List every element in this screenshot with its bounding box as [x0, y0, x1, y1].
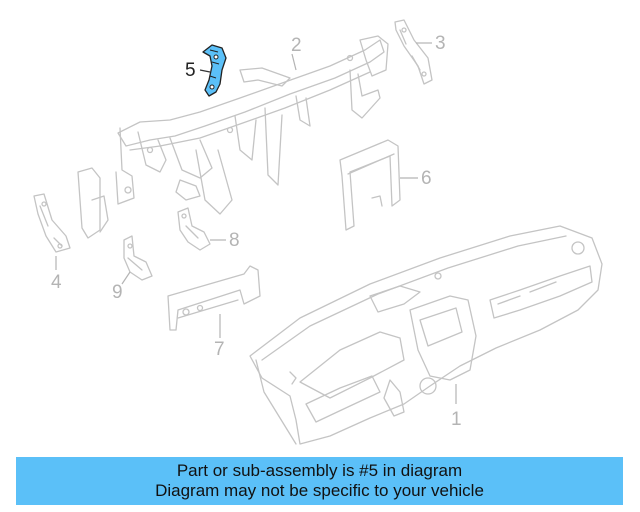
- part-7-panel: [167, 265, 261, 331]
- part-3-bracket: [394, 19, 433, 85]
- leader-lines: [55, 42, 457, 404]
- callout-6: 6: [421, 168, 432, 189]
- part-2-cross-car-beam: [77, 35, 389, 239]
- info-banner: Part or sub-assembly is #5 in diagram Di…: [16, 457, 623, 505]
- callout-5: 5: [185, 60, 196, 81]
- part-6-bracket: [339, 139, 401, 231]
- callout-1: 1: [451, 409, 462, 430]
- part-5-bracket-highlighted: [202, 44, 227, 97]
- callout-3: 3: [435, 33, 446, 54]
- banner-line-part-number: Part or sub-assembly is #5 in diagram: [176, 461, 463, 480]
- callout-7: 7: [214, 339, 225, 360]
- callout-4: 4: [51, 272, 62, 293]
- callout-2: 2: [291, 35, 302, 56]
- diagram-drawing: [33, 19, 603, 445]
- part-1-instrument-panel: [249, 225, 603, 445]
- callout-9: 9: [112, 282, 123, 303]
- part-8-bracket: [177, 207, 211, 251]
- part-9-bracket: [123, 235, 153, 281]
- banner-line-disclaimer: Diagram may not be specific to your vehi…: [155, 481, 484, 500]
- part-4-bracket: [33, 193, 71, 253]
- parts-diagram: 1 2 3 4 5 6 7 8 9: [33, 19, 603, 445]
- callout-8: 8: [229, 230, 240, 251]
